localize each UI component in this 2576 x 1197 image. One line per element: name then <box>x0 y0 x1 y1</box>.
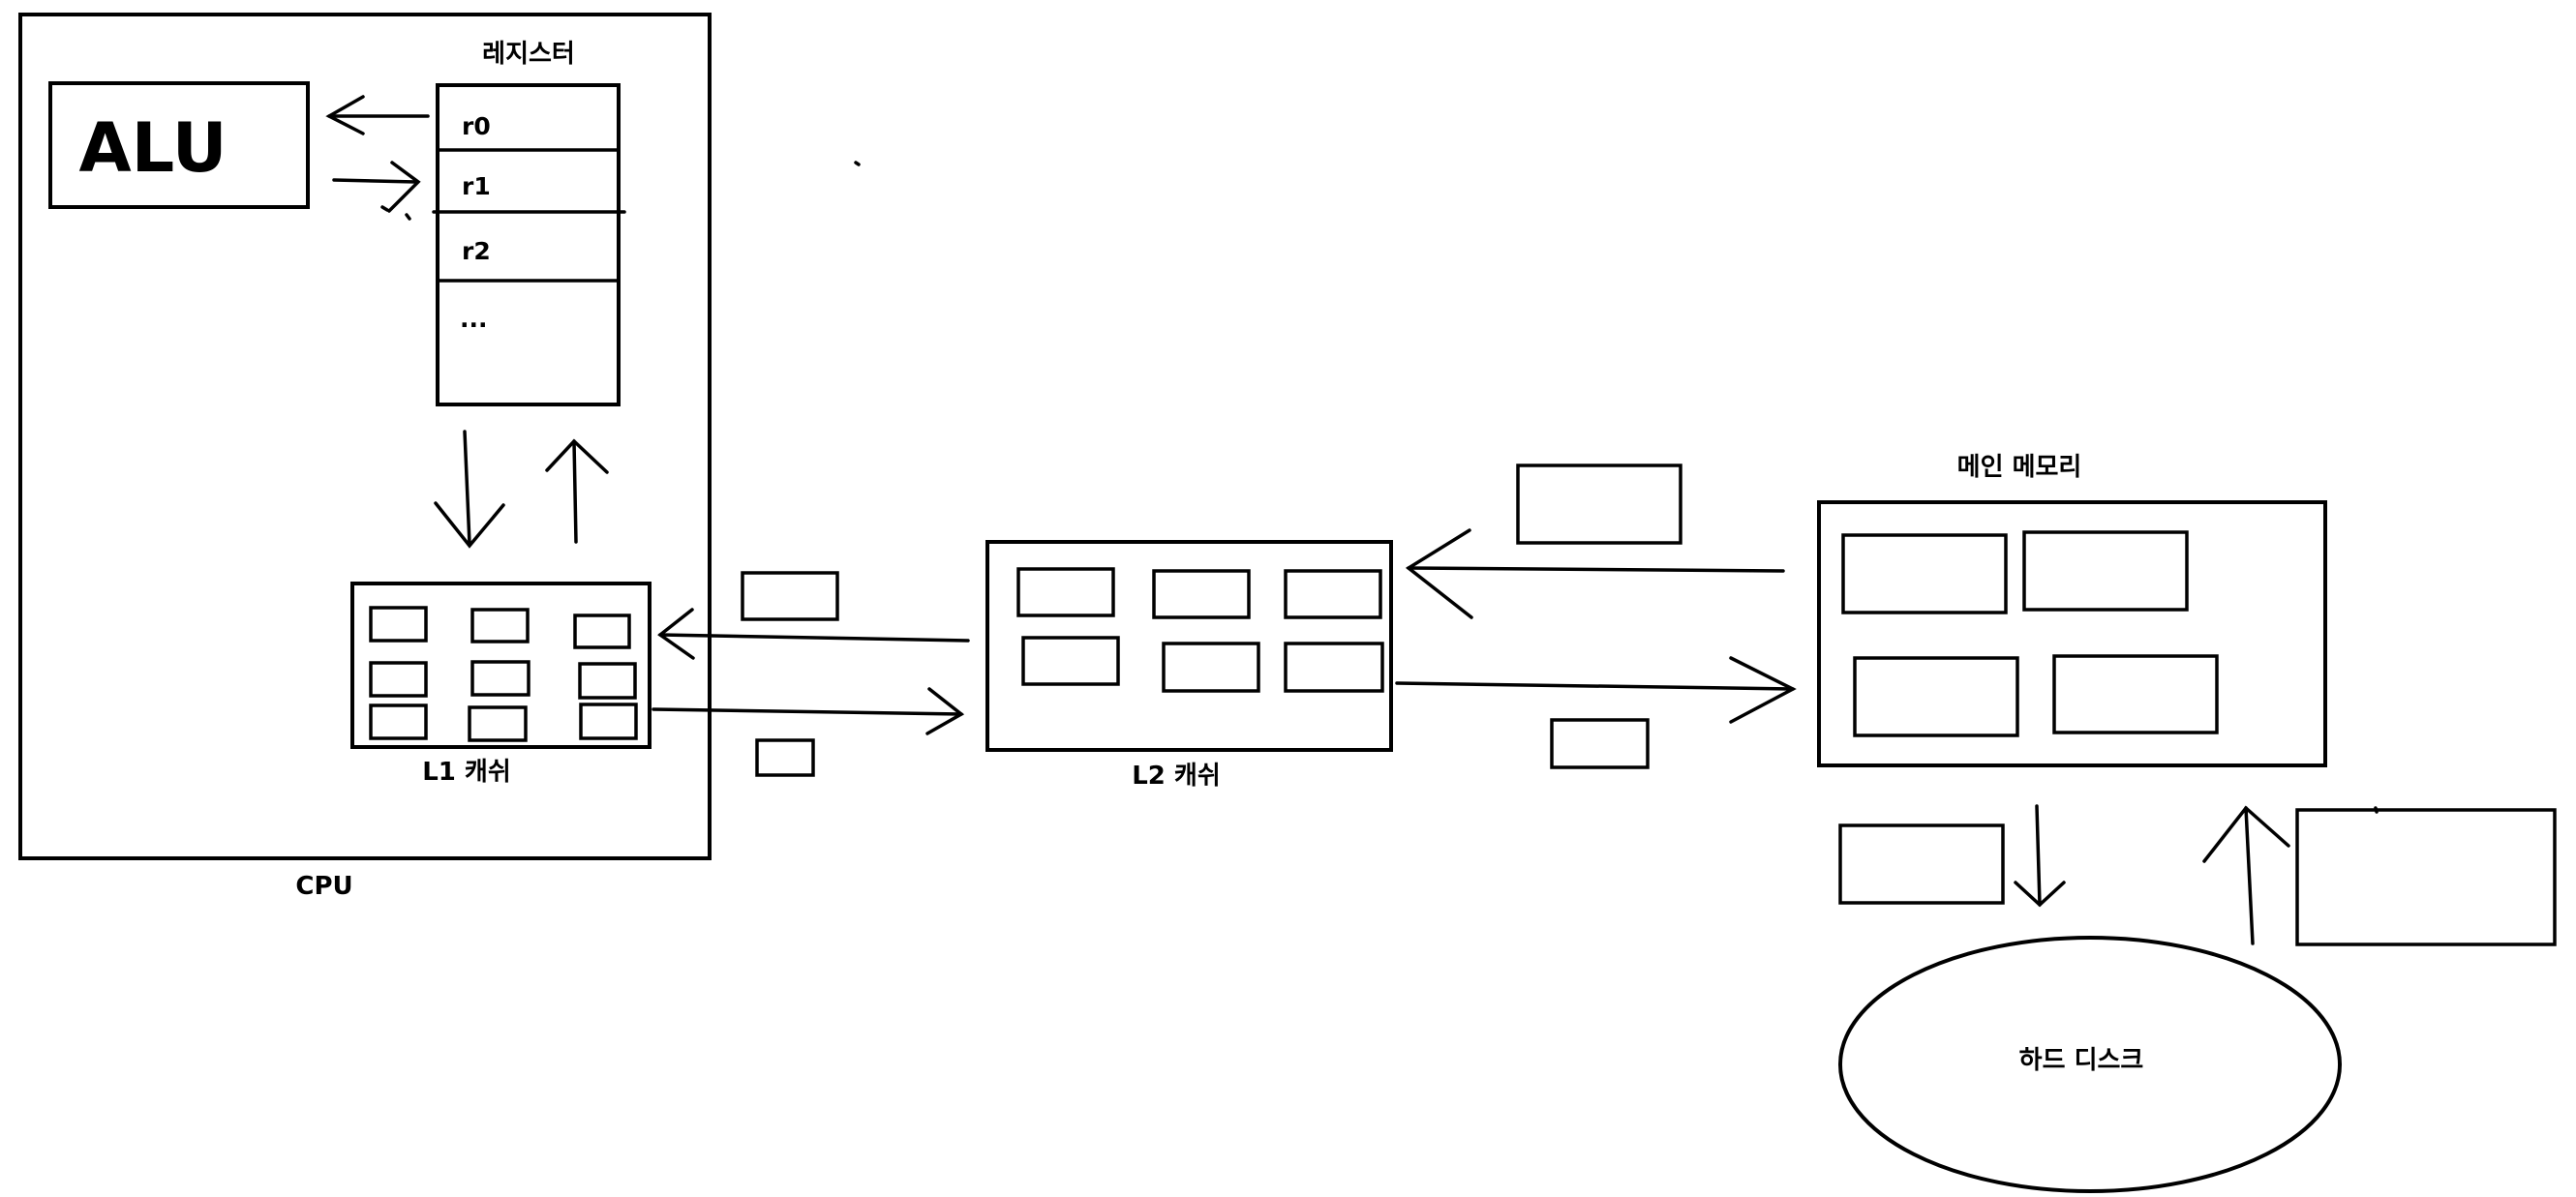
main-memory-box <box>1817 500 2327 767</box>
transfer-block <box>1550 718 1650 769</box>
register-r1: r1 <box>462 172 491 200</box>
arrowhead <box>1729 656 1797 724</box>
transfer-block <box>755 738 815 777</box>
cache-line <box>1152 569 1251 619</box>
cpu-label: CPU <box>295 872 352 901</box>
arrowhead <box>657 608 695 660</box>
registers-title: 레지스터 <box>482 40 575 69</box>
l1-cache-label: L1 캐쉬 <box>422 758 511 787</box>
arrowhead <box>1405 528 1473 619</box>
arrow-memory-to-disk <box>2035 804 2042 907</box>
arrowhead <box>925 687 965 735</box>
cache-line <box>369 703 428 740</box>
arrow-alu-to-register <box>332 178 418 184</box>
transfer-block <box>1838 823 2005 905</box>
memory-page <box>2052 654 2219 734</box>
arrow-l2-to-l1 <box>658 633 970 643</box>
register-ellipsis: ... <box>460 305 488 333</box>
l2-cache-blocks <box>1016 567 1384 693</box>
arrowhead <box>2014 881 2066 908</box>
register-file-box <box>436 83 621 406</box>
arrowhead <box>2202 805 2290 863</box>
arrowhead <box>545 438 609 474</box>
arrow-memory-to-l2 <box>1407 566 1785 573</box>
cache-line <box>1021 636 1120 686</box>
cache-line <box>578 662 637 700</box>
cache-line <box>579 703 638 740</box>
l1-cache-box <box>350 582 652 749</box>
register-r2: r2 <box>462 237 491 265</box>
memory-page <box>2022 530 2189 612</box>
pen-mark <box>854 161 861 166</box>
pen-mark <box>380 205 389 212</box>
arrow-disk-to-memory <box>2244 806 2255 945</box>
transfer-block <box>1516 464 1682 545</box>
arrow-l2-to-memory <box>1395 681 1795 691</box>
cache-line <box>573 613 631 649</box>
main-memory-label: 메인 메모리 <box>1957 453 2082 482</box>
cpu-box <box>18 13 712 860</box>
cache-line <box>1284 569 1382 619</box>
l2-cache-label: L2 캐쉬 <box>1132 762 1221 791</box>
cache-line <box>470 660 530 697</box>
arrow-l1-to-l2 <box>652 707 963 716</box>
alu-label: ALU <box>78 108 227 188</box>
memory-page <box>1841 533 2008 614</box>
arrowhead <box>387 161 421 213</box>
cache-line <box>1162 642 1260 693</box>
l2-cache-box <box>985 540 1393 752</box>
hard-disk-ellipse <box>1838 936 2342 1193</box>
cache-line <box>369 661 428 698</box>
cache-line <box>1016 567 1115 617</box>
arrow-register-to-l1 <box>463 430 471 546</box>
cache-line <box>369 606 428 643</box>
register-r0: r0 <box>462 112 491 140</box>
arrow-l1-to-register <box>572 439 578 544</box>
main-memory-blocks <box>1841 530 2219 737</box>
pen-mark <box>405 213 411 221</box>
cache-line <box>1284 642 1384 693</box>
cache-line <box>468 705 528 742</box>
hard-disk-label: 하드 디스크 <box>2019 1046 2144 1075</box>
arrowhead <box>325 95 365 135</box>
l1-cache-blocks <box>369 606 638 742</box>
cache-line <box>470 608 530 643</box>
transfer-block <box>2295 808 2557 946</box>
alu-box <box>48 81 310 209</box>
memory-page <box>1853 656 2019 737</box>
arrowhead <box>434 501 505 549</box>
pen-mark <box>2374 806 2379 814</box>
transfer-block <box>741 571 839 621</box>
